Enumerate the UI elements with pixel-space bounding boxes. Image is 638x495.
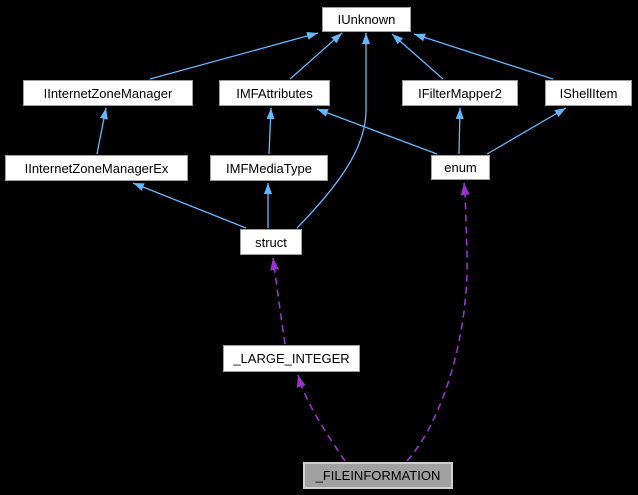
edge-fileinformation-to-enum [406,182,470,462]
node-iinternetzonemanagerex[interactable]: IInternetZoneManagerEx [5,155,188,181]
node-imfattributes[interactable]: IMFAttributes [219,80,330,106]
edge-large-integer-to-struct [270,257,286,345]
node-iunknown[interactable]: IUnknown [322,7,411,32]
node-struct[interactable]: struct [240,229,302,255]
edge-enum-to-ifiltermapper2 [455,107,464,155]
edge-ifiltermapper2-to-iunknown [391,33,444,80]
edge-enum-to-imfattributes [316,108,438,155]
node-fileinformation-selected: _FILEINFORMATION [303,462,453,489]
edge-struct-to-iinternetzonemanagerex [132,182,247,229]
node-enum[interactable]: enum [431,155,490,180]
node-ifiltermapper2[interactable]: IFilterMapper2 [402,80,518,106]
edge-struct-to-iunknown [296,33,370,229]
node-large-integer[interactable]: _LARGE_INTEGER [223,345,360,372]
edge-iinternetzonemanager-to-iunknown [149,32,319,80]
edge-fileinformation-to-large-integer [296,374,346,462]
edge-imfattributes-to-iunknown [289,32,343,80]
node-ishellitem[interactable]: IShellItem [545,80,632,106]
node-iinternetzonemanager[interactable]: IInternetZoneManager [23,80,193,106]
node-imfmediatype[interactable]: IMFMediaType [210,155,328,181]
edge-imfmediatype-to-imfattributes [266,107,275,155]
edge-ishellitem-to-iunknown [413,33,554,80]
edge-iinternetzonemanagerex-to-iinternetzonemanager [96,107,108,155]
edge-enum-to-ishellitem [486,107,567,155]
